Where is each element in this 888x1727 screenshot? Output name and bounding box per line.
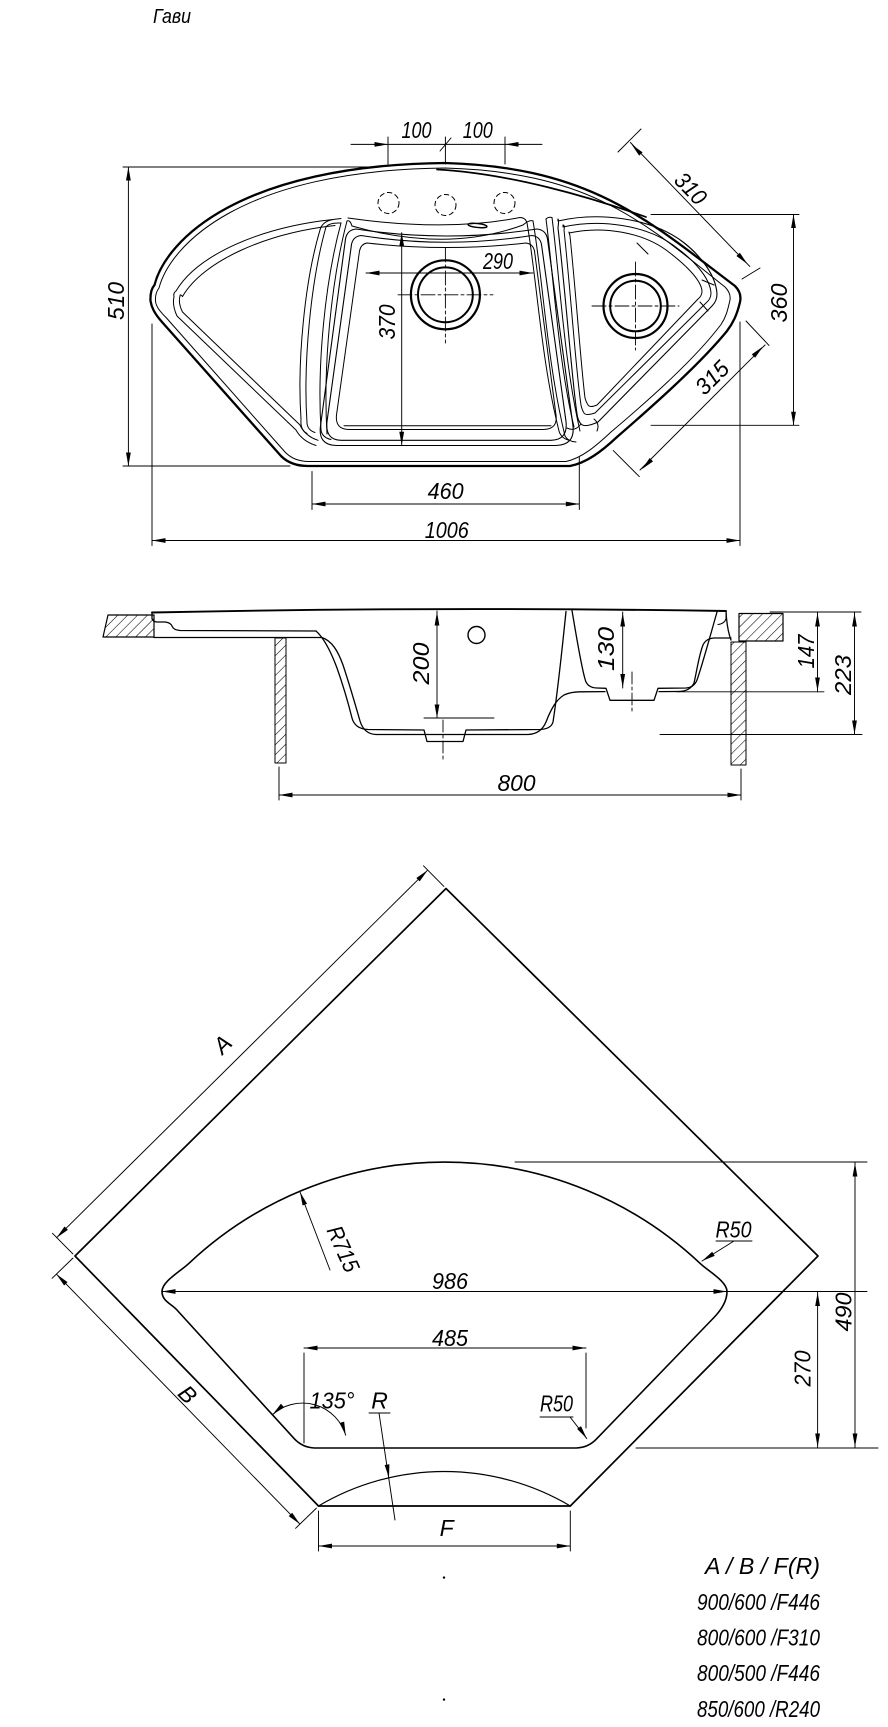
svg-text:135°: 135° xyxy=(310,1388,355,1414)
svg-text:270: 270 xyxy=(790,1350,816,1387)
svg-text:986: 986 xyxy=(432,1268,468,1294)
svg-text:R50: R50 xyxy=(540,1391,573,1417)
svg-text:223: 223 xyxy=(830,655,856,696)
svg-text:360: 360 xyxy=(766,283,792,322)
svg-text:A / B / F(R): A / B / F(R) xyxy=(703,1553,820,1579)
svg-text:510: 510 xyxy=(103,282,129,320)
svg-text:800: 800 xyxy=(498,770,536,796)
svg-text:100: 100 xyxy=(402,117,432,143)
svg-text:800/600 /F310: 800/600 /F310 xyxy=(697,1625,820,1651)
svg-text:850/600 /R240: 850/600 /R240 xyxy=(697,1696,820,1722)
svg-text:200: 200 xyxy=(408,642,434,685)
svg-text:460: 460 xyxy=(428,478,464,504)
svg-text:1006: 1006 xyxy=(425,517,469,543)
svg-text:100: 100 xyxy=(463,117,493,143)
svg-text:900/600 /F446: 900/600 /F446 xyxy=(697,1589,820,1615)
svg-text:147: 147 xyxy=(793,633,819,668)
svg-text:R50: R50 xyxy=(716,1217,752,1243)
svg-text:F: F xyxy=(440,1515,456,1541)
svg-text:R: R xyxy=(371,1388,388,1414)
svg-text:370: 370 xyxy=(374,304,400,339)
svg-text:490: 490 xyxy=(831,1292,857,1331)
svg-text:800/500 /F446: 800/500 /F446 xyxy=(697,1660,820,1686)
svg-text:485: 485 xyxy=(432,1325,468,1351)
svg-text:130: 130 xyxy=(593,627,619,671)
svg-text:Гави: Гави xyxy=(153,6,191,28)
svg-text:290: 290 xyxy=(482,248,513,274)
